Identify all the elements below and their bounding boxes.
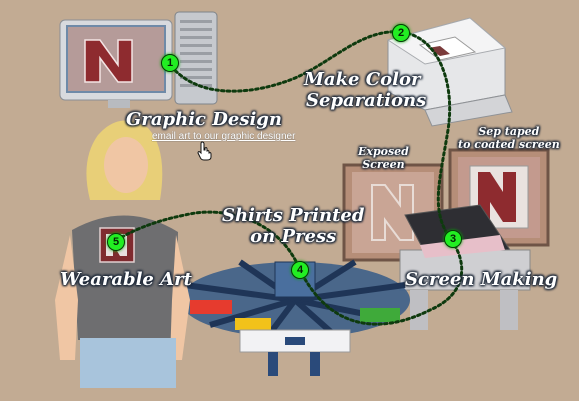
exposed-screen-caption-line-1: Exposed — [358, 145, 409, 158]
make-color-separations-line-1: Make Color — [304, 69, 421, 90]
sep-taped-caption: Sep taped to coated screen — [458, 125, 560, 151]
step-1-marker: 1 — [161, 54, 179, 72]
printing-press-image — [180, 259, 410, 376]
computer-monitor-image — [59, 19, 173, 108]
step-2-marker: 2 — [392, 24, 410, 42]
sep-taped-caption-line-2: to coated screen — [458, 137, 560, 151]
exposed-screen-caption-line-2: Screen — [362, 157, 405, 171]
step-4-marker: 4 — [291, 261, 309, 279]
wearable-art-label: Wearable Art — [60, 269, 192, 290]
screen-making-label: Screen Making — [405, 269, 558, 290]
laser-printer-image — [386, 17, 513, 127]
hand-cursor-icon — [197, 141, 212, 161]
email-art-link[interactable]: email art to our graphic designer — [152, 131, 296, 142]
shirts-printed-line-1: Shirts Printed — [222, 205, 365, 226]
shirts-printed-label: Shirts Printed on Press — [222, 205, 365, 247]
make-color-separations-line-2: Separations — [306, 89, 427, 111]
step-5-marker: 5 — [107, 233, 125, 251]
step-3-marker: 3 — [444, 230, 462, 248]
model-wearing-shirt-image — [55, 120, 190, 388]
sep-taped-caption-line-1: Sep taped — [478, 125, 540, 138]
sep-taped-screen-image — [448, 148, 550, 247]
graphic-design-label: Graphic Design — [126, 109, 282, 130]
make-color-separations-label: Make Color Separations — [304, 69, 427, 111]
exposed-screen-caption: Exposed Screen — [358, 145, 409, 171]
shirts-printed-line-2: on Press — [250, 225, 337, 247]
